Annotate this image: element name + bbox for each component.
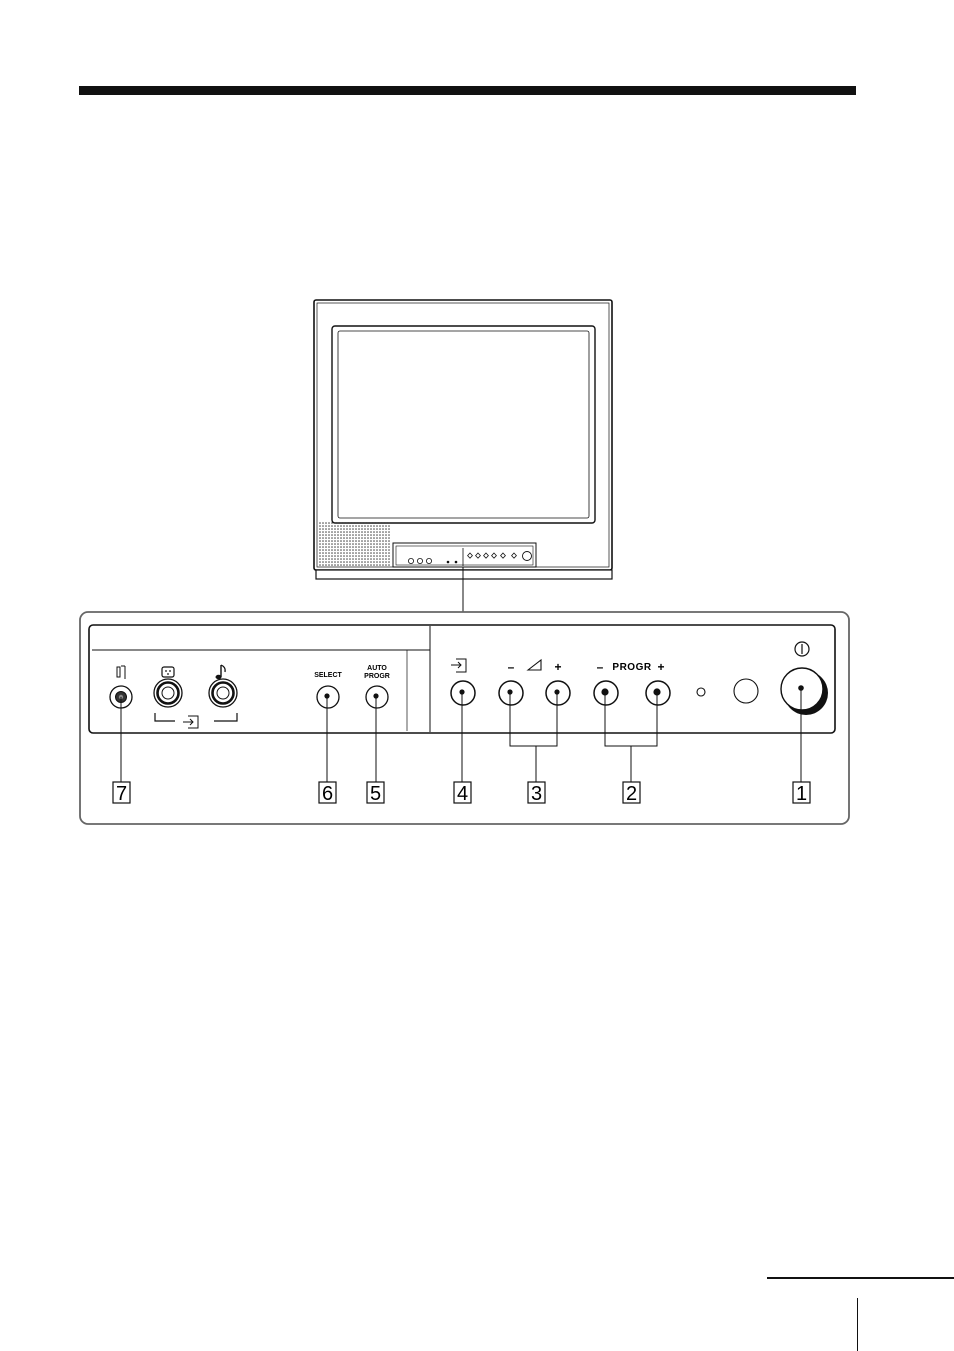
volume-minus-sign: – bbox=[508, 660, 515, 674]
audio-input-jack[interactable] bbox=[209, 679, 237, 707]
volume-up-button[interactable] bbox=[546, 681, 570, 705]
callout-6: 6 bbox=[319, 782, 336, 805]
callout-5: 5 bbox=[367, 782, 384, 805]
remote-sensor bbox=[734, 679, 758, 703]
select-button[interactable] bbox=[317, 686, 339, 708]
callout-3: 3 bbox=[528, 782, 545, 805]
footer-divider bbox=[857, 1298, 858, 1351]
auto-progr-label-line1: AUTO bbox=[367, 665, 387, 672]
tv-set bbox=[314, 300, 612, 579]
callout-1: 1 bbox=[793, 782, 810, 805]
callout-4: 4 bbox=[454, 782, 471, 805]
svg-text:2: 2 bbox=[626, 783, 637, 805]
svg-text:1: 1 bbox=[796, 783, 807, 805]
progr-down-button[interactable] bbox=[594, 681, 618, 705]
volume-plus-sign: + bbox=[554, 660, 561, 674]
footer-rule bbox=[767, 1277, 954, 1279]
progr-up-button[interactable] bbox=[646, 681, 670, 705]
progr-plus-sign: + bbox=[657, 660, 664, 674]
auto-progr-label-line2: PROGR bbox=[364, 673, 390, 680]
callout-7: 7 bbox=[113, 782, 130, 805]
volume-down-button[interactable] bbox=[499, 681, 523, 705]
auto-progr-button[interactable] bbox=[366, 686, 388, 708]
progr-minus-sign: – bbox=[597, 660, 604, 674]
select-label: SELECT bbox=[314, 672, 342, 679]
svg-text:3: 3 bbox=[531, 783, 542, 805]
callout-2: 2 bbox=[623, 782, 640, 805]
standby-indicator bbox=[697, 688, 705, 696]
svg-text:5: 5 bbox=[370, 783, 381, 805]
progr-label: PROGR bbox=[612, 662, 651, 673]
tv-mini-panel bbox=[393, 543, 536, 567]
input-select-button[interactable] bbox=[451, 681, 475, 705]
svg-text:7: 7 bbox=[116, 783, 127, 805]
video-input-jack[interactable] bbox=[154, 679, 182, 707]
svg-text:6: 6 bbox=[322, 783, 333, 805]
tv-screen bbox=[332, 326, 595, 523]
svg-text:4: 4 bbox=[457, 783, 468, 805]
